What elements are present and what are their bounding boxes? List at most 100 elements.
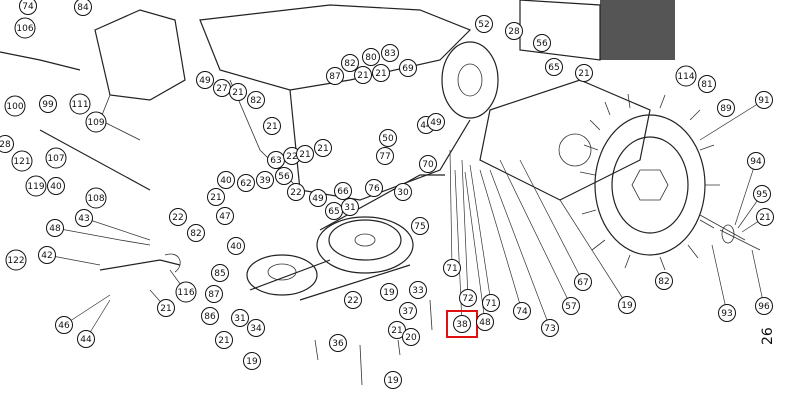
callout-number: 19 <box>383 288 395 298</box>
callout-19: 19 <box>384 371 402 389</box>
callout-42: 42 <box>38 246 56 264</box>
callout-circle <box>231 309 249 327</box>
callout-circle <box>344 291 362 309</box>
callout-number: 20 <box>405 333 417 343</box>
callout-circle <box>287 183 305 201</box>
callout-number: 84 <box>77 3 89 13</box>
callout-number: 22 <box>172 213 183 223</box>
callout-circle <box>459 289 477 307</box>
callout-number: 95 <box>756 190 767 200</box>
engine-block <box>600 0 675 60</box>
callout-circle <box>533 34 551 52</box>
callout-circle <box>14 17 36 39</box>
callout-31: 31 <box>231 309 249 327</box>
callout-circle <box>247 319 265 337</box>
callout-number: 50 <box>382 134 394 144</box>
callout-circle <box>211 264 229 282</box>
fuel-tank <box>94 9 186 101</box>
callout-circle <box>513 302 531 320</box>
callout-94: 94 <box>747 152 765 170</box>
callout-21: 21 <box>314 139 332 157</box>
callout-circle <box>69 93 91 115</box>
callout-circle <box>263 117 281 135</box>
callout-81: 81 <box>698 75 716 93</box>
callout-number: 30 <box>397 188 409 198</box>
callout-number: 87 <box>208 290 219 300</box>
callout-number: 75 <box>414 222 425 232</box>
callout-circle <box>334 182 352 200</box>
callout-36: 36 <box>329 334 347 352</box>
callout-circle <box>243 352 261 370</box>
wheel-rim <box>611 136 689 234</box>
callout-65: 65 <box>325 202 343 220</box>
callout-38: 38 <box>453 315 471 333</box>
callout-100: 100 <box>4 95 26 117</box>
callout-82: 82 <box>187 224 205 242</box>
callout-circle <box>399 59 417 77</box>
callout-circle <box>575 64 593 82</box>
page-number: 26 <box>760 327 776 345</box>
callout-37: 37 <box>399 302 417 320</box>
callout-circle <box>74 0 92 16</box>
callout-number: 65 <box>328 207 339 217</box>
callout-31: 31 <box>341 198 359 216</box>
callout-number: 21 <box>266 122 277 132</box>
callout-49: 49 <box>309 189 327 207</box>
callout-number: 44 <box>80 335 92 345</box>
callout-number: 66 <box>337 187 349 197</box>
callout-number: 89 <box>720 104 732 114</box>
callout-circle <box>75 209 93 227</box>
callout-39: 39 <box>256 171 274 189</box>
callout-circle <box>365 179 383 197</box>
callout-number: 119 <box>27 182 44 192</box>
callout-circle <box>747 152 765 170</box>
callout-number: 99 <box>42 100 54 110</box>
callout-circle <box>753 185 771 203</box>
lever-hook <box>164 253 181 273</box>
callout-circle <box>85 187 107 209</box>
callout-number: 37 <box>402 307 413 317</box>
callout-number: 28 <box>0 140 11 150</box>
callout-73: 73 <box>541 319 559 337</box>
callout-119: 119 <box>25 175 47 197</box>
callout-number: 57 <box>565 302 576 312</box>
callout-number: 21 <box>210 193 221 203</box>
callout-circle <box>47 177 65 195</box>
callout-circle <box>362 48 380 66</box>
callout-circle <box>574 273 592 291</box>
callout-56: 56 <box>533 34 551 52</box>
callout-number: 21 <box>391 326 402 336</box>
callout-number: 67 <box>577 278 588 288</box>
callout-circle <box>19 0 37 15</box>
callout-circle <box>618 296 636 314</box>
callout-circle <box>505 22 523 40</box>
callout-circle <box>4 95 26 117</box>
callout-number: 21 <box>160 304 171 314</box>
callout-number: 96 <box>758 302 770 312</box>
callout-74: 74 <box>19 0 37 15</box>
callout-circle <box>11 150 33 172</box>
callout-number: 22 <box>290 188 301 198</box>
callout-number: 44 <box>420 121 432 131</box>
callout-circle <box>207 188 225 206</box>
callout-number: 42 <box>41 251 52 261</box>
callout-number: 72 <box>462 294 473 304</box>
leader-lines-right <box>699 99 766 314</box>
callout-22: 22 <box>287 183 305 201</box>
callout-number: 52 <box>478 20 489 30</box>
callout-circle <box>0 135 14 153</box>
callout-number: 76 <box>368 184 380 194</box>
tire-treads <box>579 93 720 271</box>
callout-21: 21 <box>575 64 593 82</box>
callout-number: 83 <box>384 49 395 59</box>
large-pulley-inner <box>328 219 402 261</box>
callout-circle <box>541 319 559 337</box>
callout-circle <box>341 198 359 216</box>
callout-21: 21 <box>229 83 247 101</box>
callout-number: 116 <box>177 288 194 298</box>
callout-65: 65 <box>545 58 563 76</box>
callout-circle <box>482 294 500 312</box>
callout-circle <box>314 139 332 157</box>
callout-93: 93 <box>718 304 736 322</box>
